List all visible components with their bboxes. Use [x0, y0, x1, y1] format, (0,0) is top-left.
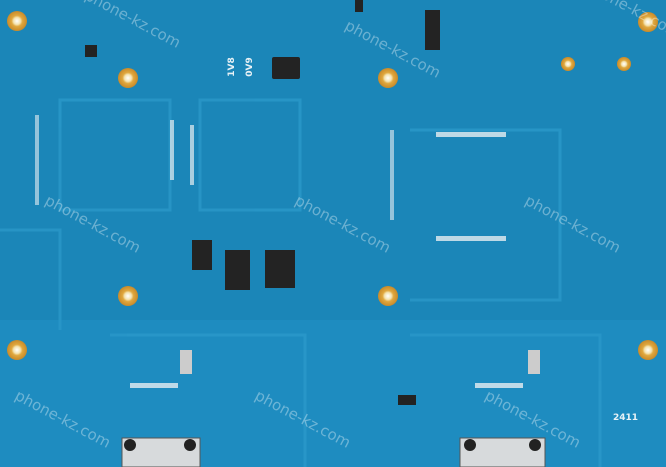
chip [398, 395, 416, 405]
mounting-hole [561, 57, 575, 71]
silk-label-0v9: 0V9 [244, 57, 255, 77]
mounting-hole [638, 340, 658, 360]
silk-label-date-code: 2411 [613, 413, 639, 423]
mounting-hole [638, 12, 658, 32]
mounting-hole [118, 286, 138, 306]
mounting-hole [7, 340, 27, 360]
soic-chip [272, 57, 300, 79]
mounting-hole [7, 11, 27, 31]
silk-label-1v8: 1V8 [226, 57, 237, 77]
chip [225, 250, 250, 290]
chip [85, 45, 97, 57]
chip [192, 240, 212, 270]
trace-regions [0, 98, 602, 467]
mounting-hole [378, 68, 398, 88]
qfn-chip [265, 250, 295, 288]
mounting-hole [378, 286, 398, 306]
pad-rows [35, 115, 523, 388]
mounting-hole [617, 57, 631, 71]
connectors [121, 350, 546, 467]
chip [355, 0, 363, 12]
chips [85, 0, 440, 405]
chip [425, 10, 440, 50]
mounting-hole [118, 68, 138, 88]
mounting-holes [7, 11, 658, 360]
